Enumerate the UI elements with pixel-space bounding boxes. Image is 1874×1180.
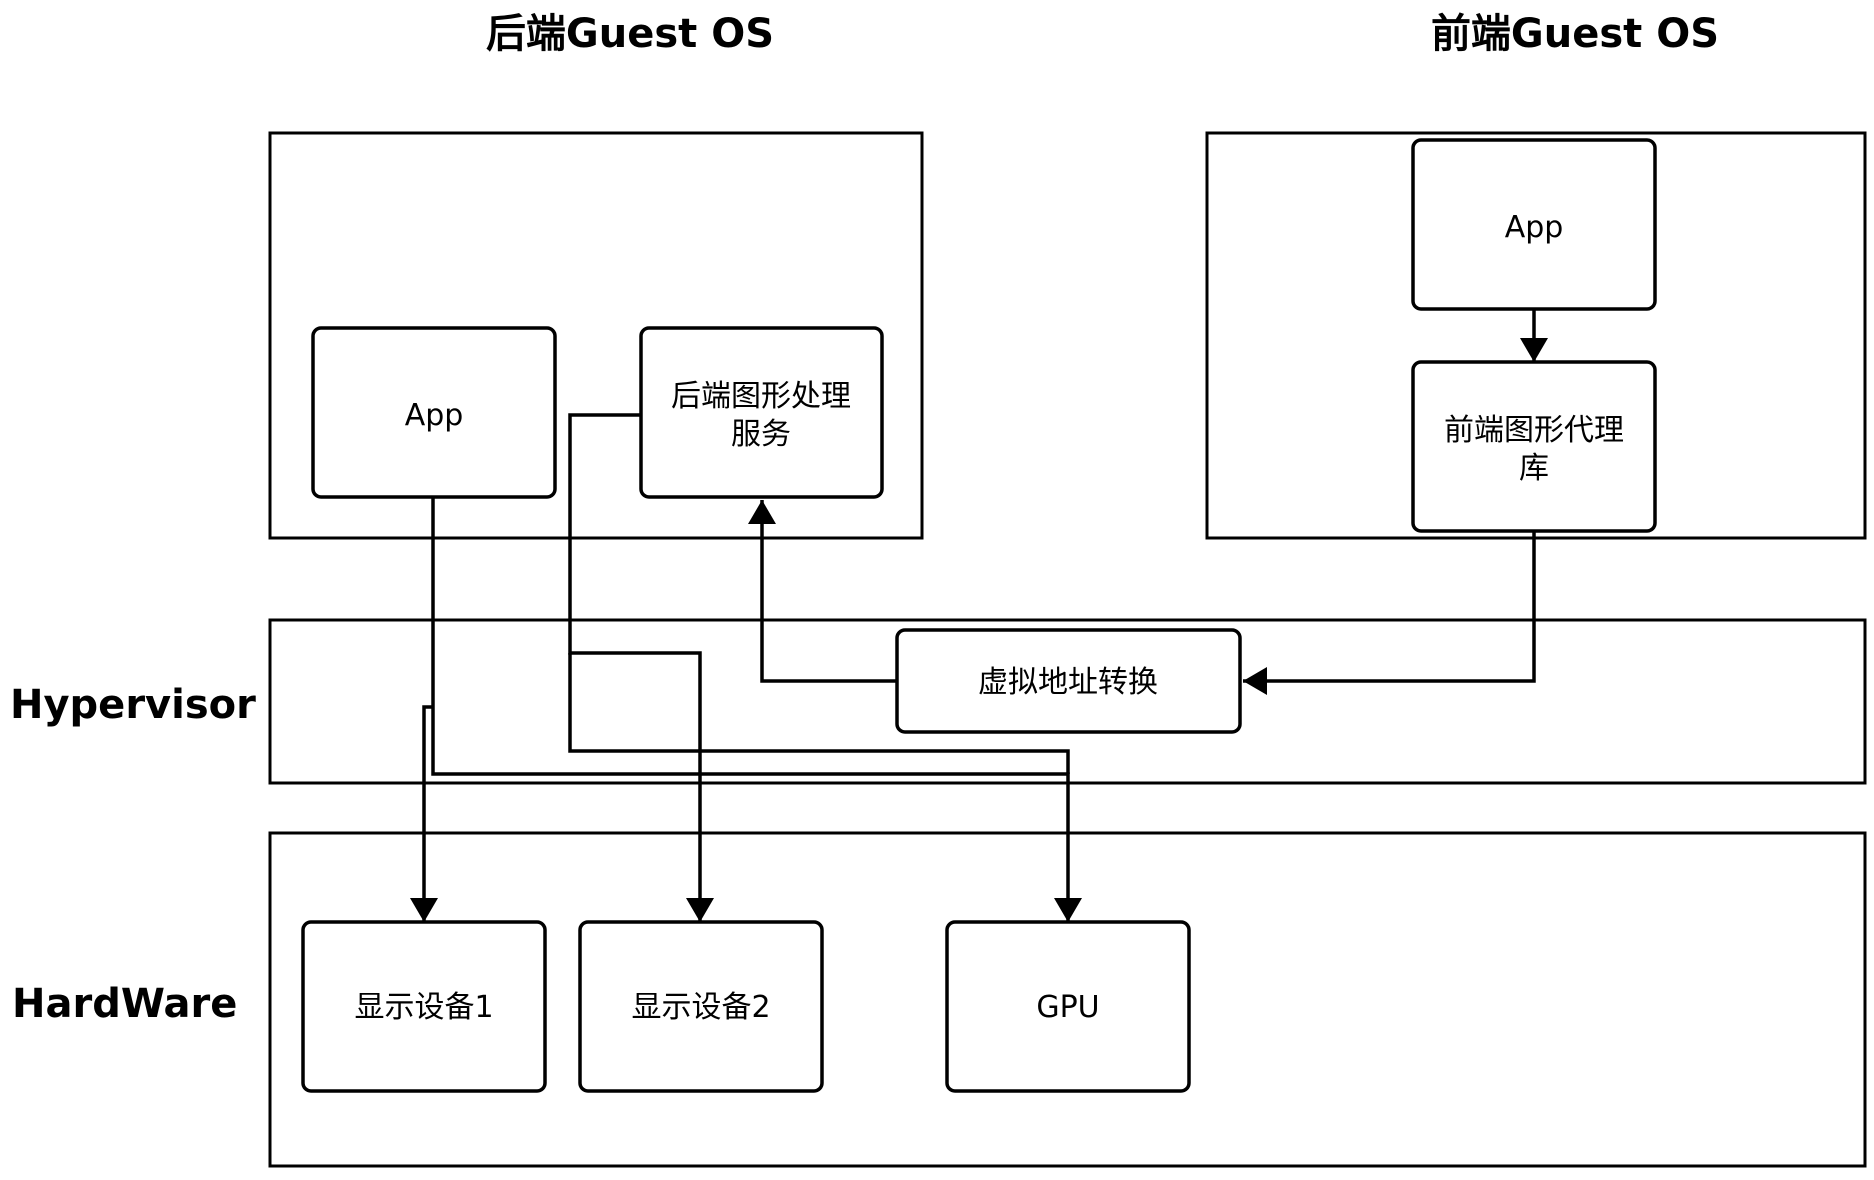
frontend-app-label: App [1505, 210, 1564, 245]
connector-proxy-to-address-translation [1243, 531, 1536, 695]
address-translation-label: 虚拟地址转换 [978, 665, 1158, 700]
backend-graphics-service-label-line1: 后端图形处理 [671, 379, 851, 414]
backend-graphics-service-box: 后端图形处理 服务 [639, 326, 884, 499]
connector-backend-app-to-display-1 [410, 705, 438, 922]
connector-address-translation-to-graphics-service [748, 500, 897, 683]
connector-graphics-service-to-gpu [568, 653, 1070, 774]
display-device-1-box: 显示设备1 [301, 920, 547, 1093]
address-translation-box: 虚拟地址转换 [895, 628, 1242, 734]
hypervisor-label: Hypervisor [10, 682, 256, 728]
frontend-guest-os-title: 前端Guest OS [1431, 11, 1719, 57]
display-device-2-box: 显示设备2 [578, 920, 824, 1093]
frontend-graphics-proxy-label-line1: 前端图形代理 [1444, 413, 1624, 448]
backend-graphics-service-label-line2: 服务 [731, 417, 791, 452]
connector-backend-app-to-gpu [431, 497, 1082, 922]
backend-app-label: App [405, 398, 464, 433]
display-device-2-label: 显示设备2 [631, 990, 770, 1025]
frontend-app-box: App [1411, 138, 1657, 311]
frontend-graphics-proxy-label-line2: 库 [1519, 451, 1549, 486]
hardware-label: HardWare [12, 981, 237, 1027]
display-device-1-label: 显示设备1 [354, 990, 493, 1025]
gpu-label: GPU [1036, 990, 1099, 1025]
frontend-graphics-proxy-box: 前端图形代理 库 [1411, 360, 1657, 533]
backend-app-box: App [311, 326, 557, 499]
gpu-box: GPU [945, 920, 1191, 1093]
backend-guest-os-title: 后端Guest OS [486, 11, 774, 57]
